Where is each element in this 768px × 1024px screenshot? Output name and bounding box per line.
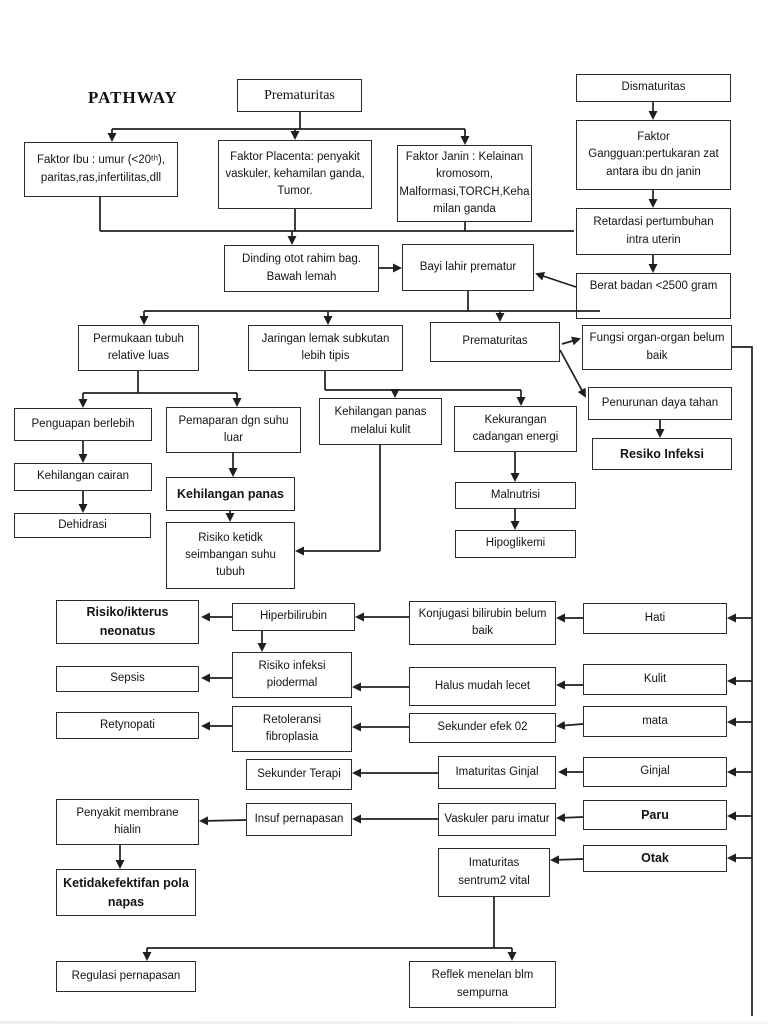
flow-node-berat-badan: Berat badan <2500 gram (576, 273, 731, 319)
flow-node-fungsi-organ: Fungsi organ-organ belum baik (582, 325, 732, 370)
flow-node-dehidrasi: Dehidrasi (14, 513, 151, 538)
flow-node-vaskuler-paru: Vaskuler paru imatur (438, 803, 556, 836)
flow-node-risiko-piodermal: Risiko infeksi piodermal (232, 652, 352, 698)
flow-node-risiko-ikterus: Risiko/ikterus neonatus (56, 600, 199, 644)
flow-node-kehilangan-panas: Kehilangan panas (166, 477, 295, 511)
flow-connector (556, 720, 584, 730)
flow-node-retynopati: Retynopati (56, 712, 199, 739)
flow-connector (561, 336, 581, 346)
flow-node-penurunan-daya: Penurunan daya tahan (588, 387, 732, 420)
flow-node-prematuritas-2: Prematuritas (430, 322, 560, 362)
flow-node-insuf-pernapasan: Insuf pernapasan (246, 803, 352, 836)
flow-node-regulasi: Regulasi pernapasan (56, 961, 196, 992)
flow-node-kulit: Kulit (583, 664, 727, 695)
flow-node-resiko-infeksi: Resiko Infeksi (592, 438, 732, 470)
page-title: PATHWAY (88, 88, 178, 107)
flow-node-bayi-lahir: Bayi lahir prematur (402, 244, 534, 291)
flow-node-sekunder-terapi: Sekunder Terapi (246, 759, 352, 790)
flow-node-imaturitas-sentrum: Imaturitas sentrum2 vital (438, 848, 550, 897)
flow-node-faktor-janin: Faktor Janin : Kelainan kromosom, Malfor… (397, 145, 532, 222)
flow-node-risiko-suhu: Risiko ketidk seimbangan suhu tubuh (166, 522, 295, 589)
flow-connector (556, 813, 584, 823)
flow-node-kehilangan-panas-kulit: Kehilangan panas melalui kulit (319, 398, 442, 445)
flow-node-ginjal: Ginjal (583, 757, 727, 787)
flow-node-sepsis: Sepsis (56, 666, 199, 692)
flow-node-dinding-otot: Dinding otot rahim bag. Bawah lemah (224, 245, 379, 292)
flow-node-halus-lecet: Halus mudah lecet (409, 667, 556, 706)
flow-node-paru: Paru (583, 800, 727, 830)
flow-node-pemaparan: Pemaparan dgn suhu luar (166, 407, 301, 453)
flow-node-jaringan-lemak: Jaringan lemak subkutan lebih tipis (248, 325, 403, 371)
flow-node-imaturitas-ginjal: Imaturitas Ginjal (438, 756, 556, 789)
flow-node-otak: Otak (583, 845, 727, 872)
flow-node-hiperbilirubin: Hiperbilirubin (232, 603, 355, 631)
flow-connector (732, 346, 753, 1016)
flow-connector (550, 855, 584, 865)
flow-node-faktor-gangguan: Faktor Gangguan:pertukaran zat antara ib… (576, 120, 731, 190)
flow-node-konjugasi: Konjugasi bilirubin belum baik (409, 601, 556, 645)
flow-node-hipoglikemi: Hipoglikemi (455, 530, 576, 558)
flow-node-faktor-placenta: Faktor Placenta: penyakit vaskuler, keha… (218, 140, 372, 209)
flow-node-kehilangan-cairan: Kehilangan cairan (14, 463, 152, 491)
flow-node-retoleransi: Retoleransi fibroplasia (232, 706, 352, 752)
flow-node-ketidakefektifan: Ketidakefektifan pola napas (56, 869, 196, 916)
flow-node-hati: Hati (583, 603, 727, 634)
flow-node-permukaan-tubuh: Permukaan tubuh relative luas (78, 325, 199, 371)
flow-node-prematuritas-top: Prematuritas (237, 79, 362, 112)
flow-node-retardasi: Retardasi pertumbuhan intra uterin (576, 208, 731, 255)
flow-connector (199, 816, 247, 826)
flow-node-mata: mata (583, 706, 727, 737)
flow-node-penyakit-membrane: Penyakit membrane hialin (56, 799, 199, 845)
page-bottom-strip (0, 1021, 768, 1024)
flow-node-reflek-menelan: Reflek menelan blm sempurna (409, 961, 556, 1008)
flow-node-sekunder-o2: Sekunder efek 02 (409, 713, 556, 743)
flow-node-malnutrisi: Malnutrisi (455, 482, 576, 509)
flow-node-faktor-ibu: Faktor Ibu : umur (<20ᵗʰ), paritas,ras,i… (24, 142, 178, 197)
flow-node-penguapan: Penguapan berlebih (14, 408, 152, 441)
flow-connector (535, 271, 577, 288)
flow-node-dismaturitas: Dismaturitas (576, 74, 731, 102)
flow-node-kekurangan-energi: Kekurangan cadangan energi (454, 406, 577, 452)
